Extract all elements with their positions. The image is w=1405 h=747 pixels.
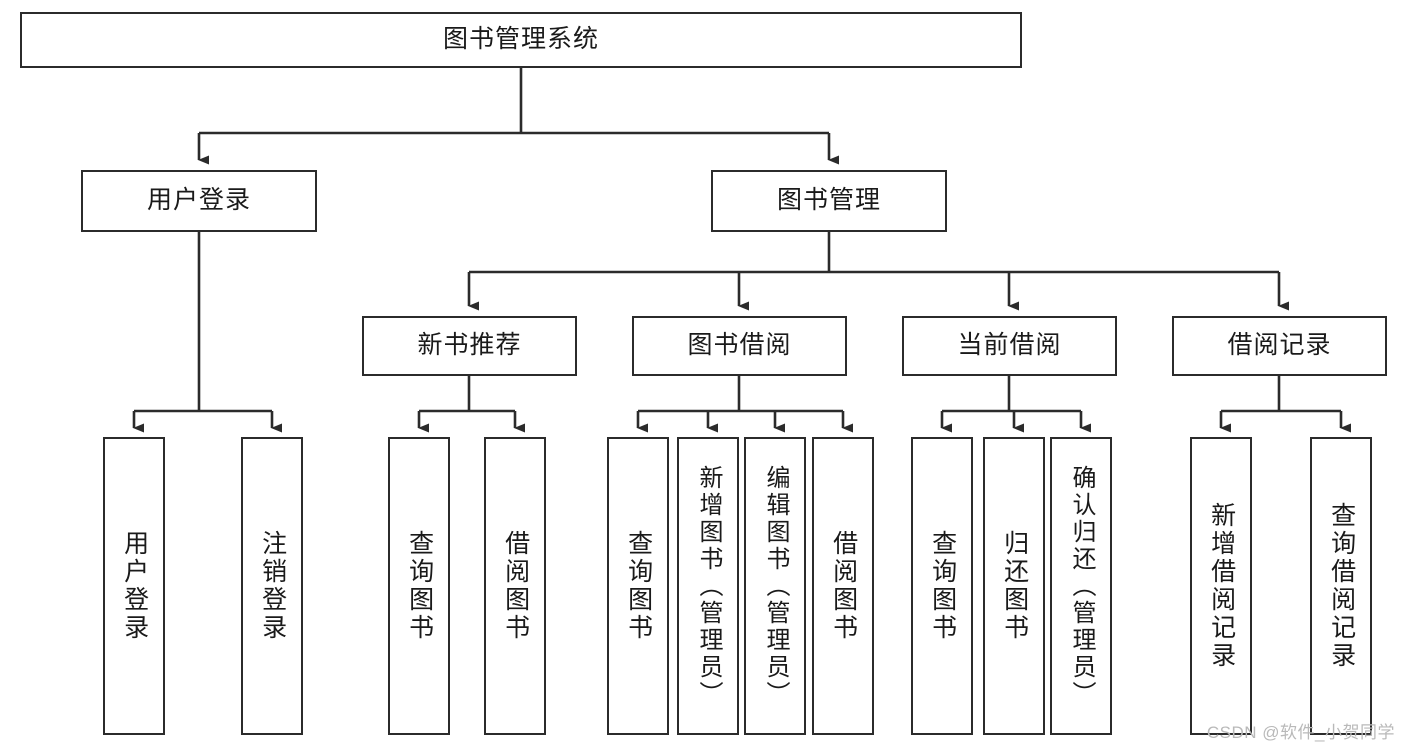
node-label: 图书借阅: [687, 331, 792, 360]
leaf-node[interactable]: 借阅图书: [812, 437, 874, 735]
node-label: 用户登录: [120, 530, 149, 642]
node-label: 新增借阅记录: [1207, 502, 1236, 670]
node-current-borrow[interactable]: 当前借阅: [902, 316, 1117, 376]
node-label: 确认归还（管理员）: [1068, 464, 1095, 708]
node-label: 注销登录: [258, 530, 287, 642]
leaf-node[interactable]: 归还图书: [983, 437, 1045, 735]
node-label: 编辑图书（管理员）: [762, 464, 789, 708]
leaf-node[interactable]: 查询图书: [388, 437, 450, 735]
node-book-management[interactable]: 图书管理: [711, 170, 947, 232]
leaf-node[interactable]: 查询借阅记录: [1310, 437, 1372, 735]
node-root-system[interactable]: 图书管理系统: [20, 12, 1022, 68]
node-borrow-record[interactable]: 借阅记录: [1172, 316, 1387, 376]
connectors-level2-to-level3: [467, 232, 1289, 311]
connectors-book-borrow-to-leaves: [636, 376, 853, 433]
leaf-node[interactable]: 新增借阅记录: [1190, 437, 1252, 735]
leaf-node[interactable]: 用户登录: [103, 437, 165, 735]
node-label: 查询图书: [624, 530, 653, 642]
leaf-node[interactable]: 新增图书（管理员）: [677, 437, 739, 735]
connectors-new-book-to-leaves: [417, 376, 525, 433]
node-label: 借阅图书: [501, 530, 530, 642]
leaf-node[interactable]: 借阅图书: [484, 437, 546, 735]
node-label: 新书推荐: [417, 331, 522, 360]
leaf-node[interactable]: 编辑图书（管理员）: [744, 437, 806, 735]
node-label: 新增图书（管理员）: [695, 464, 722, 708]
connectors-borrow-record-to-leaves: [1219, 376, 1351, 433]
node-user-login[interactable]: 用户登录: [81, 170, 317, 232]
node-label: 用户登录: [146, 186, 251, 215]
node-label: 查询图书: [928, 530, 957, 642]
node-label: 借阅记录: [1227, 331, 1332, 360]
connectors-current-borrow-to-leaves: [940, 376, 1091, 433]
leaf-node[interactable]: 查询图书: [911, 437, 973, 735]
node-label: 图书管理: [776, 186, 881, 215]
connectors-user-login-to-leaves: [132, 232, 282, 433]
leaf-node[interactable]: 注销登录: [241, 437, 303, 735]
node-new-book-recommend[interactable]: 新书推荐: [362, 316, 577, 376]
node-label: 查询借阅记录: [1327, 502, 1356, 670]
leaf-node[interactable]: 确认归还（管理员）: [1050, 437, 1112, 735]
node-label: 借阅图书: [829, 530, 858, 642]
node-label: 查询图书: [405, 530, 434, 642]
node-label: 图书管理系统: [442, 25, 599, 54]
node-label: 归还图书: [1000, 530, 1029, 642]
connectors-root-to-level2: [197, 68, 839, 165]
node-label: 当前借阅: [957, 331, 1062, 360]
leaf-node[interactable]: 查询图书: [607, 437, 669, 735]
node-book-borrow[interactable]: 图书借阅: [632, 316, 847, 376]
